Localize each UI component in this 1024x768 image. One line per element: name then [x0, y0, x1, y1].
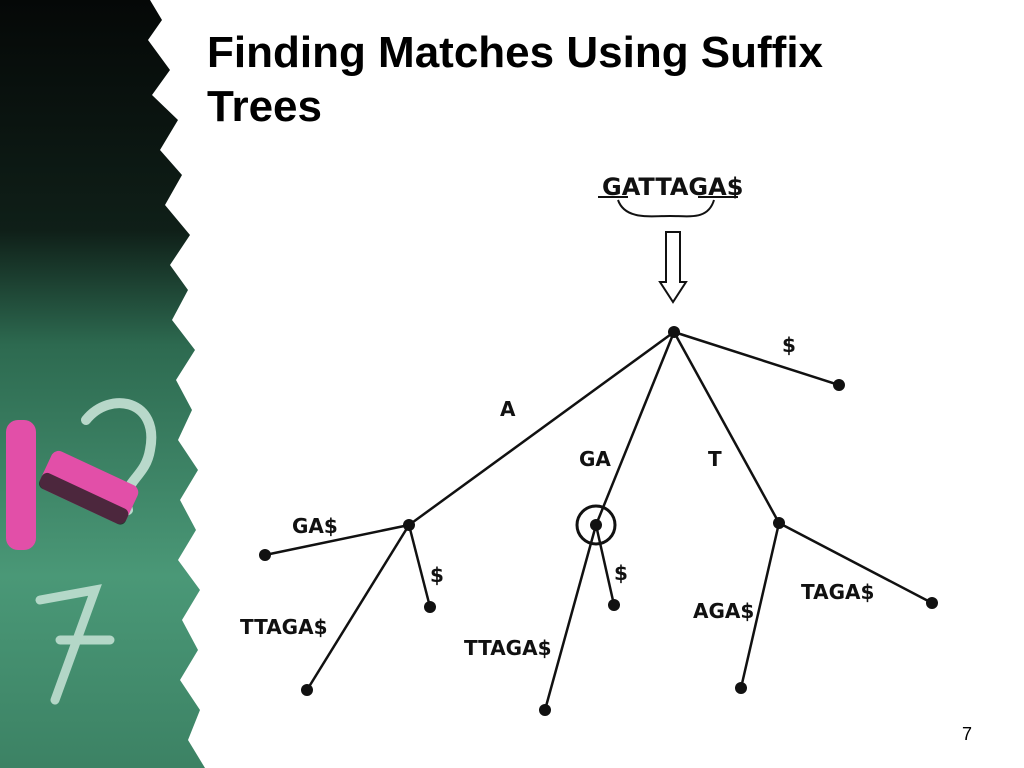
edge-label-taga-dollar: TAGA$	[801, 580, 874, 604]
edge-a-ga-dollar	[264, 523, 410, 557]
tree-node-leaf	[539, 704, 551, 716]
edge-root-t	[672, 331, 781, 524]
edge-label-a-dollar: $	[430, 563, 444, 587]
tree-node-ga	[590, 519, 602, 531]
tree-node-leaf	[259, 549, 271, 561]
slide-title-line-1: Finding Matches Using Suffix	[207, 28, 824, 77]
pink-chalk-stick	[6, 420, 36, 550]
edge-label-ga-dollar-leaf: $	[614, 561, 628, 585]
tree-node-t	[773, 517, 785, 529]
edge-label-ga-ttaga-dollar: TTAGA$	[464, 636, 551, 660]
tree-node-leaf	[833, 379, 845, 391]
edge-ga-ttaga-dollar	[543, 524, 598, 711]
slide-title: Finding Matches Using Suffix Trees	[207, 26, 987, 134]
pink-chalk-stick	[39, 450, 139, 525]
slide-title-line-2: Trees	[207, 82, 322, 131]
tree-node-leaf	[926, 597, 938, 609]
edge-a-ttaga-dollar	[305, 524, 411, 691]
edge-t-aga-dollar	[739, 522, 781, 689]
tree-node-root	[668, 326, 680, 338]
edge-t-taga-dollar	[778, 521, 933, 605]
edge-ga-dollar	[594, 524, 616, 606]
down-arrow-icon	[658, 231, 688, 304]
edge-root-dollar	[673, 330, 840, 387]
tree-node-leaf	[608, 599, 620, 611]
match-arc	[617, 199, 715, 218]
edge-label-a: A	[500, 397, 516, 421]
tree-node-leaf	[735, 682, 747, 694]
chalk-scribble	[35, 584, 115, 705]
tree-node-a	[403, 519, 415, 531]
edge-label-dollar: $	[782, 333, 796, 357]
edge-root-a	[408, 330, 675, 527]
tree-node-leaf	[424, 601, 436, 613]
edge-label-aga-dollar: AGA$	[693, 599, 754, 623]
edge-label-ttaga-dollar: TTAGA$	[240, 615, 327, 639]
edge-label-ga: GA	[579, 447, 611, 471]
edge-label-ga-dollar: GA$	[292, 514, 338, 538]
chalkboard-decoration	[0, 0, 205, 768]
edge-root-ga	[594, 331, 676, 526]
edge-label-t: T	[708, 447, 722, 471]
tree-node-leaf	[301, 684, 313, 696]
edge-a-dollar	[407, 524, 432, 608]
suffix-tree-diagram: GATTAGA$ A GA T $ GA$ TTAGA$	[240, 173, 938, 716]
chalkboard-surface	[0, 0, 205, 768]
highlight-ring	[575, 504, 617, 546]
page-number: 7	[961, 724, 972, 744]
